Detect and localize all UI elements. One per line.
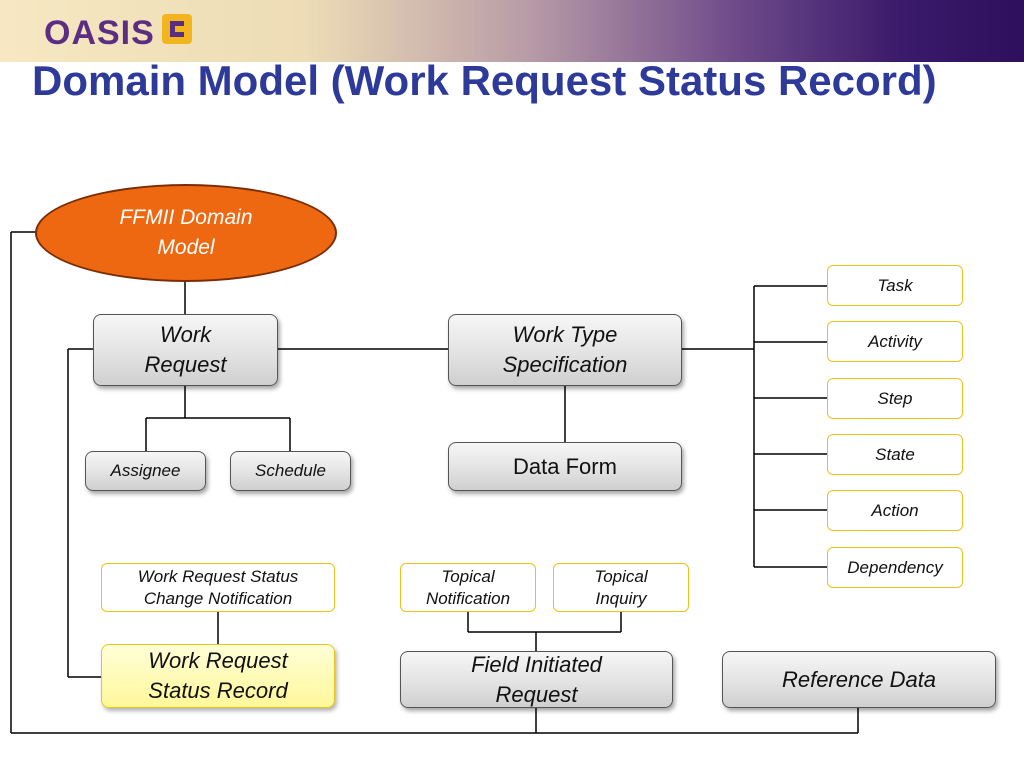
state-label: State xyxy=(875,444,915,464)
oasis-logo-icon xyxy=(161,13,193,54)
wr-status-record-label: Work Request Status Record xyxy=(148,648,288,703)
oasis-logo: OASIS xyxy=(44,13,193,54)
data-form-node: Data Form xyxy=(448,442,682,491)
reference-data-label: Reference Data xyxy=(781,666,937,692)
ffmii-domain-model-node: FFMII Domain Model xyxy=(35,184,337,282)
schedule-label: Schedule xyxy=(255,461,326,480)
task-label: Task xyxy=(877,275,913,295)
ffmii-label: FFMII Domain Model xyxy=(119,206,253,259)
work-request-node: Work Request xyxy=(93,314,278,386)
data-form-label: Data Form xyxy=(513,453,617,479)
dependency-node: Dependency xyxy=(827,547,963,588)
state-node: State xyxy=(827,434,963,475)
page-title: Domain Model (Work Request Status Record… xyxy=(32,57,937,104)
work-type-specification-label: Work Type Specification xyxy=(502,322,628,377)
activity-node: Activity xyxy=(827,321,963,362)
assignee-node: Assignee xyxy=(85,451,206,491)
assignee-label: Assignee xyxy=(110,461,181,480)
topical-notification-node: Topical Notification xyxy=(400,563,536,612)
wr-status-change-notification-label: Work Request Status Change Notification xyxy=(137,566,299,608)
field-initiated-request-label: Field Initiated Request xyxy=(471,651,602,707)
action-label: Action xyxy=(871,500,919,520)
step-label: Step xyxy=(877,388,913,408)
wr-status-record-node: Work Request Status Record xyxy=(101,644,335,708)
action-node: Action xyxy=(827,490,963,531)
field-initiated-request-node: Field Initiated Request xyxy=(400,651,673,708)
reference-data-node: Reference Data xyxy=(722,651,996,708)
activity-label: Activity xyxy=(868,331,922,351)
step-node: Step xyxy=(827,378,963,419)
topical-notification-label: Topical Notification xyxy=(425,566,511,608)
dependency-label: Dependency xyxy=(847,557,943,577)
logo-text: OASIS xyxy=(44,14,155,52)
work-request-label: Work Request xyxy=(144,322,227,377)
schedule-node: Schedule xyxy=(230,451,351,491)
work-type-specification-node: Work Type Specification xyxy=(448,314,682,386)
task-node: Task xyxy=(827,265,963,306)
wr-status-change-notification-node: Work Request Status Change Notification xyxy=(101,563,335,612)
topical-inquiry-node: Topical Inquiry xyxy=(553,563,689,612)
topical-inquiry-label: Topical Inquiry xyxy=(594,566,648,608)
